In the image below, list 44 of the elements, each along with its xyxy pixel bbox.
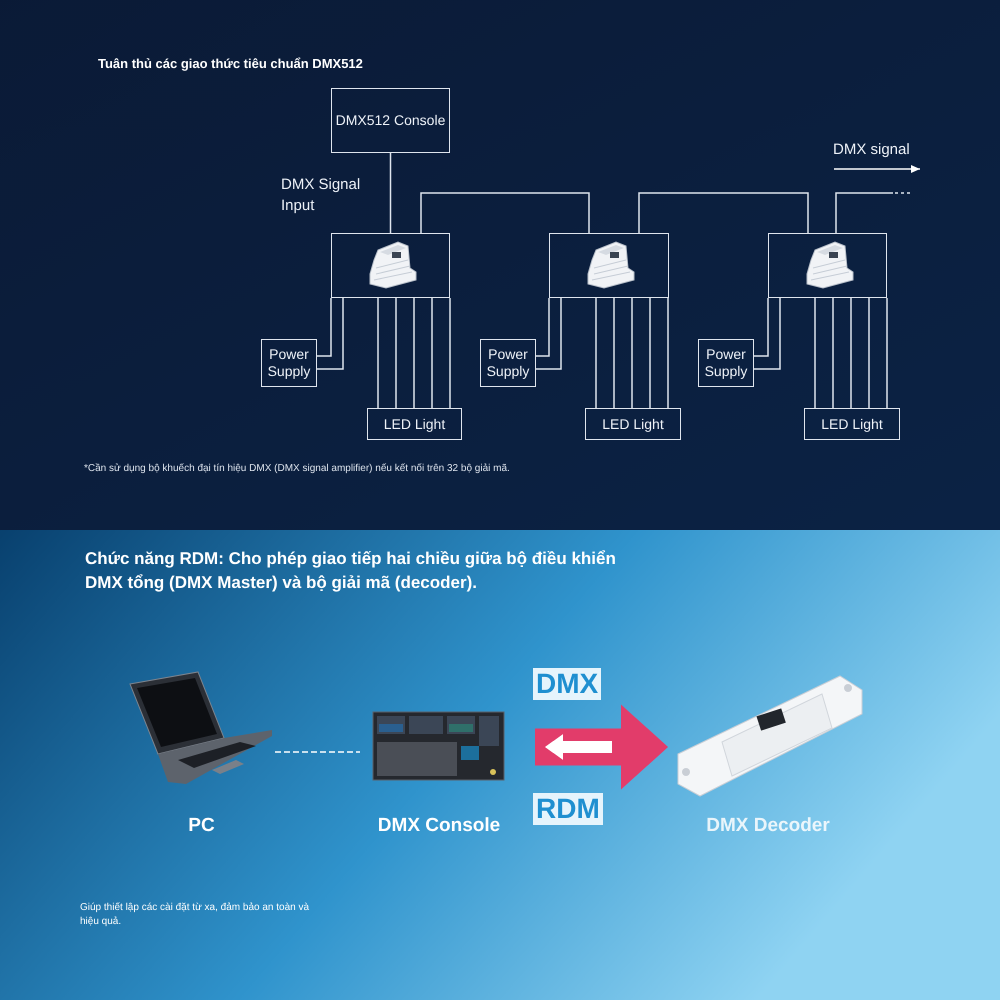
device-caption: PC [187, 815, 216, 837]
section-heading: Chức năng RDM: Cho phép giao tiếp hai chiều giữa bộ điều khiển DMX tổng (DMX Master) và bộ giải mã (decoder). [85, 548, 617, 594]
led-light-box [367, 408, 462, 440]
edge-label: DMX [533, 668, 602, 700]
decoder-box [331, 233, 450, 298]
decoder-box [549, 233, 669, 298]
led-light-box [804, 408, 900, 440]
led-light-box [585, 408, 681, 440]
connector-line [390, 153, 392, 233]
box-label: LED Light [602, 416, 664, 432]
connector-line [317, 298, 344, 370]
power-supply-box [261, 339, 317, 387]
thick-arrow [535, 704, 668, 790]
console-box [331, 88, 450, 153]
connector-line [814, 297, 888, 409]
connector-line [595, 297, 669, 409]
device-caption: DMX Decoder [705, 815, 831, 837]
thick-arrow [545, 734, 612, 760]
connector-line [754, 298, 769, 357]
edge-label: RDM [533, 793, 603, 825]
box-label: DMX512 Console [336, 112, 446, 129]
signal-label: DMX signal [833, 140, 911, 160]
decoder-box [768, 233, 887, 298]
device-caption: DMX Console [376, 815, 502, 837]
connector-line [420, 192, 590, 233]
power-supply-box [480, 339, 536, 387]
dashed-line [275, 751, 360, 753]
connector-line [638, 192, 809, 233]
power-supply-box [698, 339, 754, 387]
connector-line [536, 298, 562, 370]
box-label: Power Supply [266, 346, 312, 380]
connector-line [536, 298, 550, 357]
box-label: LED Light [821, 416, 883, 432]
box-label: LED Light [384, 416, 446, 432]
box-label: Power Supply [704, 346, 748, 380]
title: Tuân thủ các giao thức tiêu chuẩn DMX512 [98, 56, 363, 71]
connector-line [754, 298, 781, 370]
note-text: Giúp thiết lập các cài đặt từ xa, đảm bảo an toàn và hiệu quả. [80, 901, 310, 929]
connector-line [835, 192, 893, 233]
box-label: Power Supply [486, 346, 530, 380]
signal-label: DMX Signal Input [281, 175, 362, 216]
footnote: *Cần sử dụng bộ khuếch đại tín hiệu DMX (DMX signal amplifier) nếu kết nối trên 32 bộ giải mã. [84, 462, 511, 476]
connector-line [317, 298, 332, 357]
connector-line [377, 297, 451, 409]
